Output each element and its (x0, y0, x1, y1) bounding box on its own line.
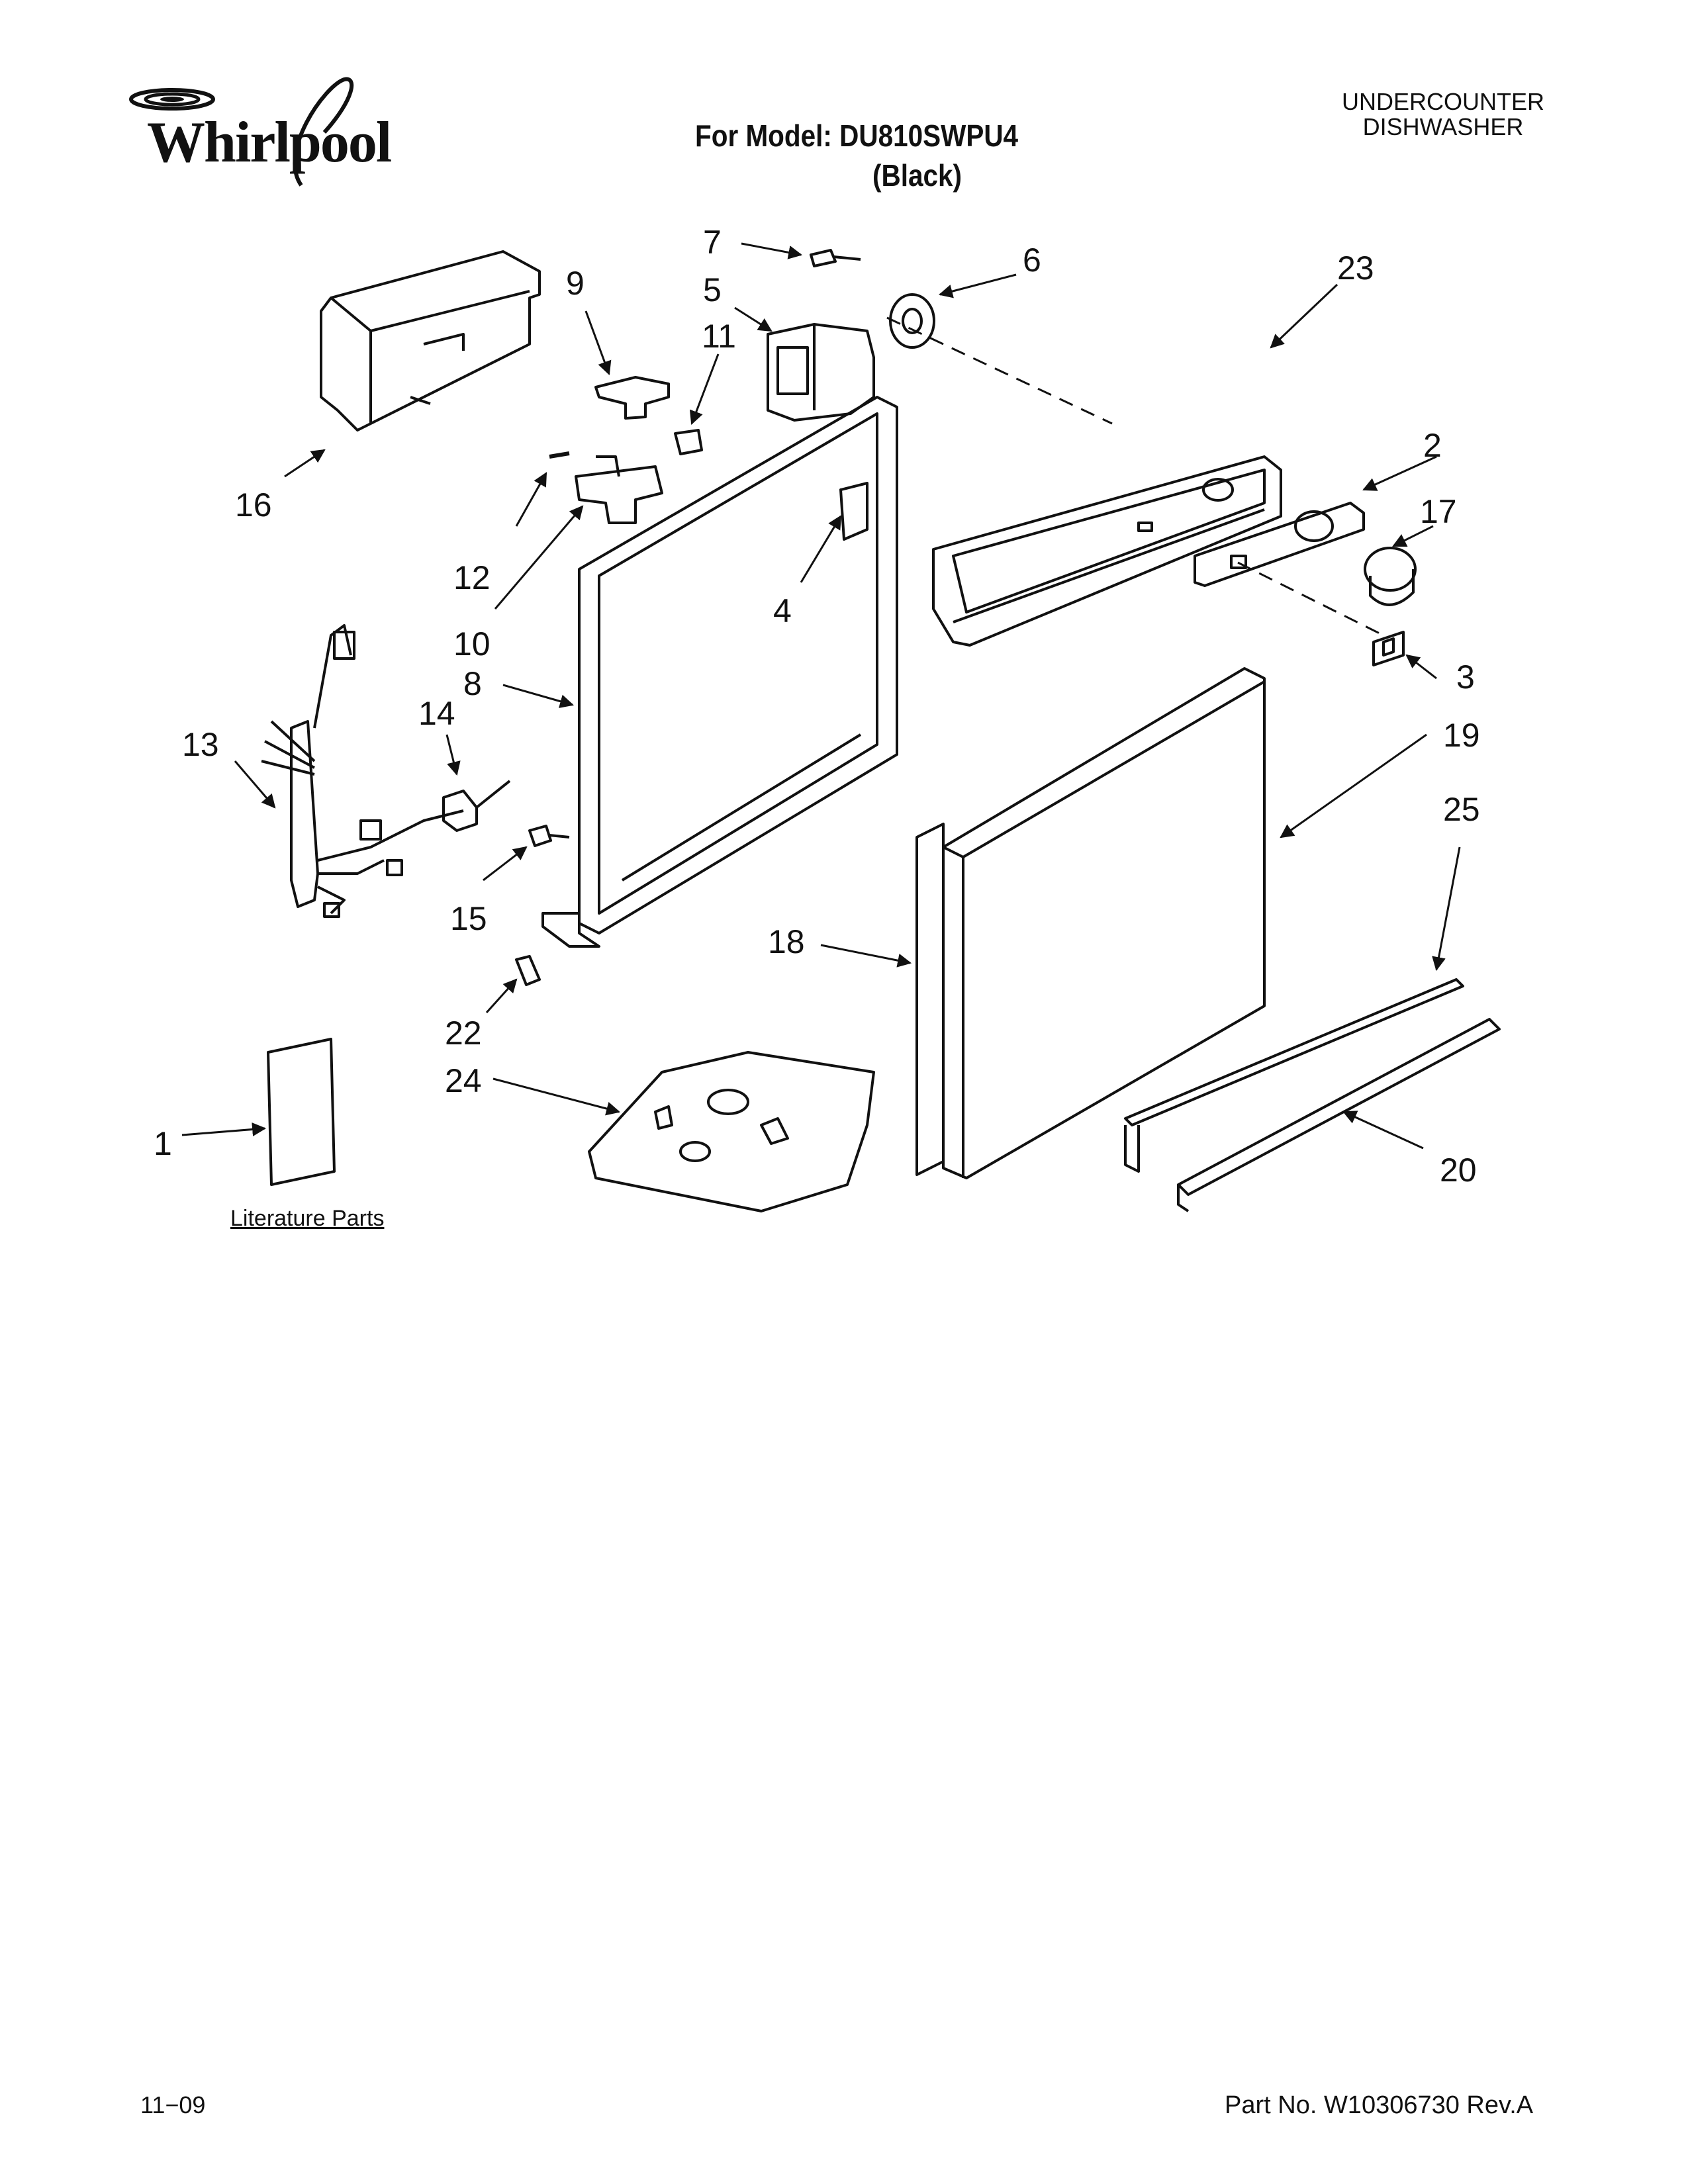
product-type-line1: UNDERCOUNTER (1342, 88, 1544, 115)
callout-24: 24 (445, 1062, 482, 1099)
part-2-control-panel (1194, 502, 1365, 587)
part-25-kick-plate (1124, 978, 1464, 1173)
part-3-rocker-switch (1372, 631, 1405, 666)
part-12-pin (549, 451, 570, 459)
part-14-sensor (442, 780, 511, 832)
part-11-latch-clip (674, 429, 703, 455)
callout-23: 23 (1337, 250, 1374, 287)
part-19-outer-door-panel (942, 667, 1266, 1179)
callout-16: 16 (235, 486, 272, 523)
part-16-wire-cover (320, 250, 541, 432)
part-24-hardware-bag (588, 1051, 875, 1212)
part-8-door-frame (541, 396, 898, 948)
callout-6: 6 (1023, 242, 1041, 279)
callout-17: 17 (1420, 493, 1457, 530)
literature-parts-label: Literature Parts (230, 1206, 385, 1231)
callout-10: 10 (453, 625, 491, 662)
callout-11: 11 (702, 318, 736, 355)
callout-12: 12 (453, 559, 491, 596)
part-15-screw (528, 825, 570, 847)
callout-25: 25 (1443, 791, 1480, 828)
part-number: Part No. W10306730 Rev.A (1225, 2091, 1534, 2119)
part-6-cam (889, 293, 935, 349)
callout-9: 9 (566, 265, 585, 302)
part-22-clip (515, 955, 541, 986)
callout-3: 3 (1456, 659, 1475, 696)
callout-1: 1 (154, 1125, 172, 1162)
part-20-bottom-trim (1177, 1018, 1501, 1212)
dashed-leader-2-3 (1237, 561, 1384, 637)
model-color: (Black) (872, 158, 962, 193)
dashed-leader-5-23 (886, 316, 1113, 425)
callout-arrows (181, 242, 1461, 1150)
part-9-latch-bracket (594, 376, 670, 420)
model-title: For Model: DU810SWPU4 (695, 118, 1019, 153)
callout-20: 20 (1440, 1152, 1477, 1189)
callout-5: 5 (703, 271, 722, 308)
product-type-line2: DISHWASHER (1362, 113, 1524, 140)
callout-14: 14 (418, 695, 455, 732)
part-10-door-latch (575, 455, 663, 524)
callout-18: 18 (768, 923, 805, 960)
callout-2: 2 (1423, 427, 1442, 464)
product-type: UNDERCOUNTER DISHWASHER (1337, 89, 1549, 140)
callout-8: 8 (463, 665, 482, 702)
part-13-wire-harness (261, 624, 464, 918)
callout-4: 4 (773, 592, 792, 629)
part-1-literature (267, 1038, 336, 1186)
revision-date: 11−09 (140, 2091, 206, 2118)
part-18-inner-door-panel (915, 823, 945, 1176)
callout-22: 22 (445, 1015, 482, 1052)
brand-wordmark: Whirlpool (147, 111, 392, 175)
whirlpool-logo (129, 77, 354, 187)
callout-15: 15 (450, 900, 487, 937)
part-5-switch-assembly (767, 323, 875, 422)
callout-13: 13 (182, 726, 219, 763)
part-23-console (932, 455, 1282, 647)
callout-19: 19 (1443, 717, 1480, 754)
callout-7: 7 (703, 224, 722, 261)
part-17-knob (1364, 547, 1417, 606)
part-7-screw (810, 249, 861, 267)
